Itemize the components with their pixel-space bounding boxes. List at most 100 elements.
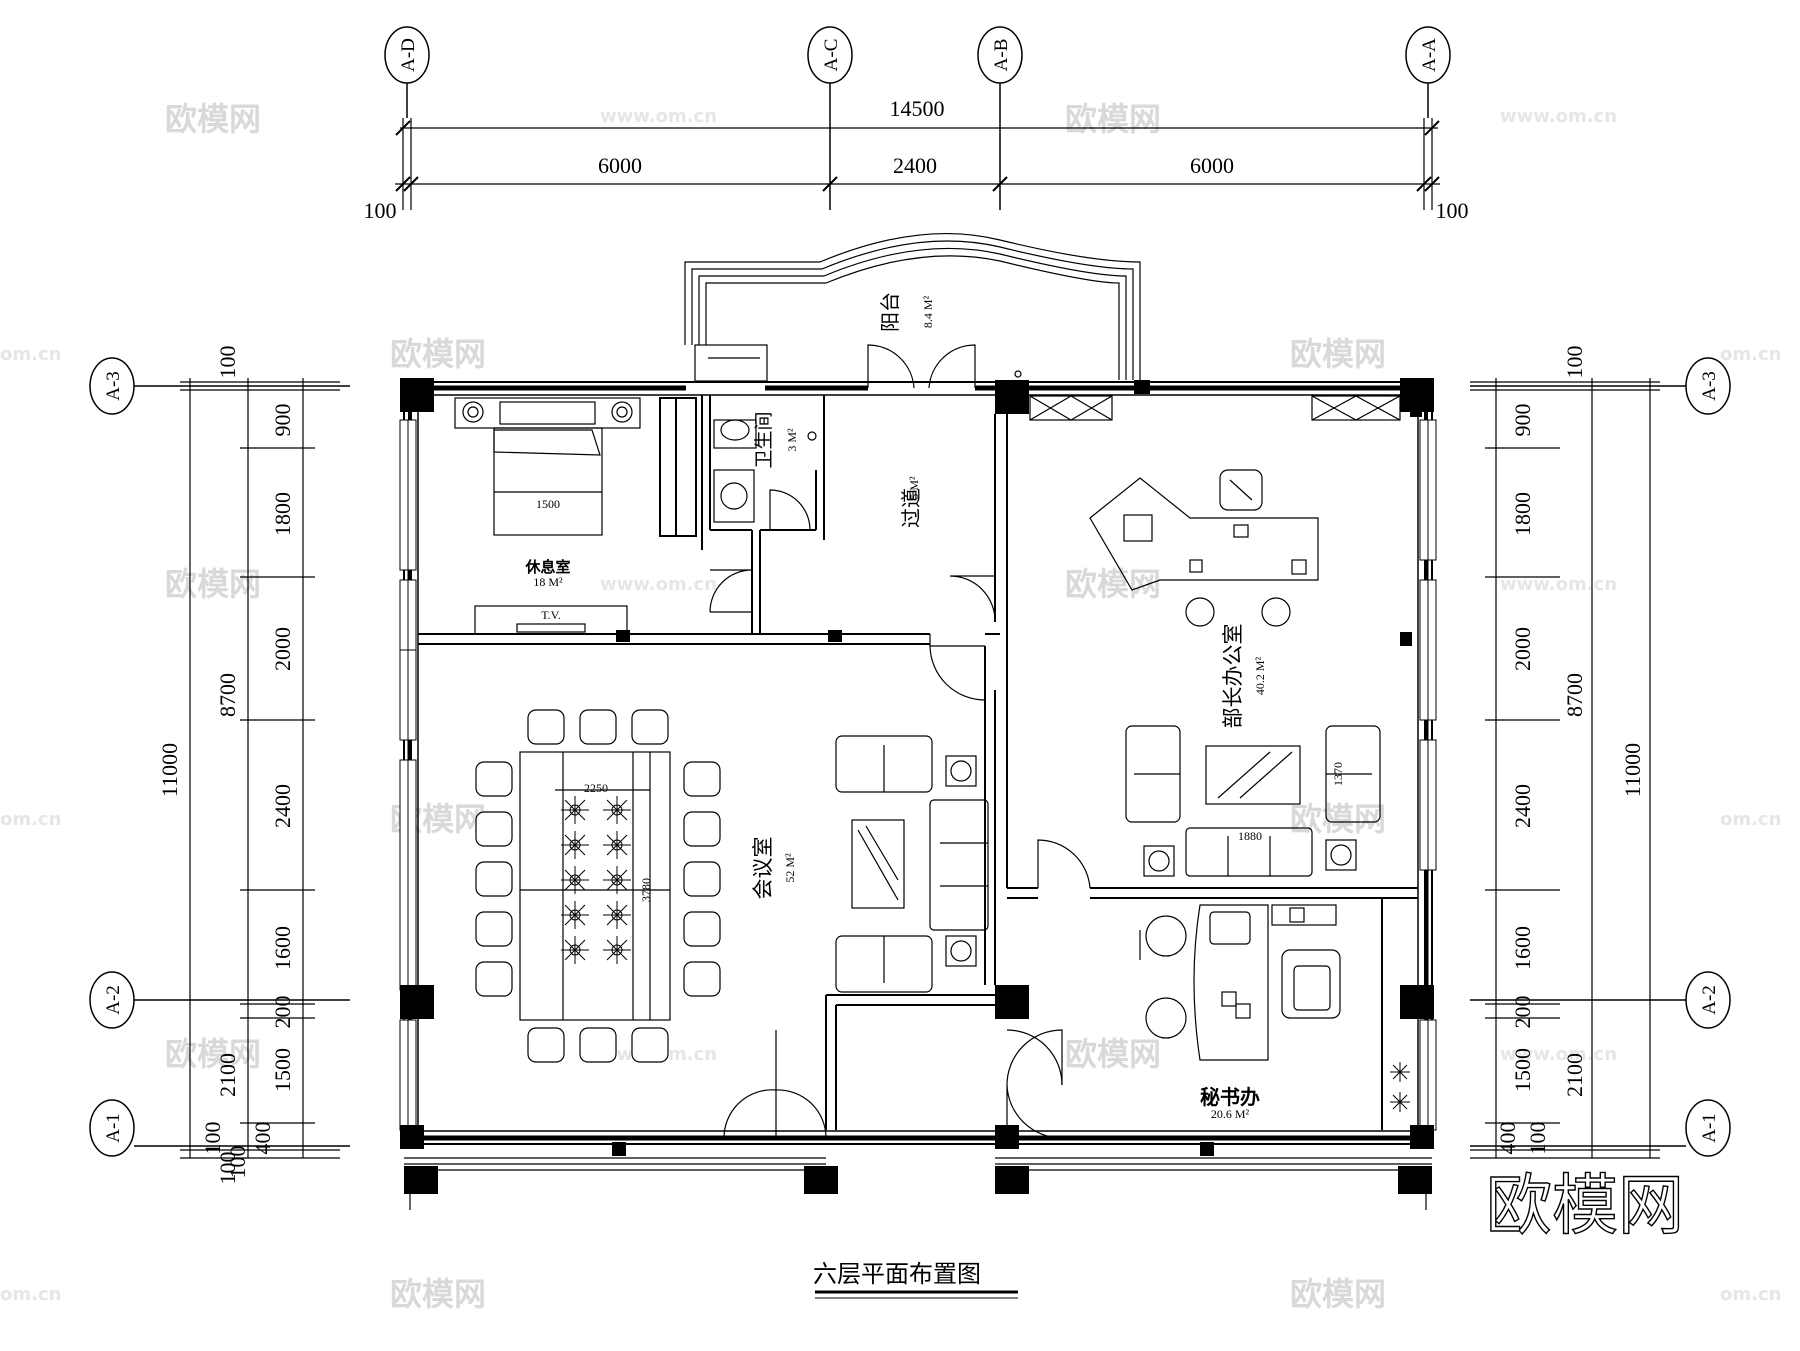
axis-label: A-3 — [1699, 371, 1720, 401]
doors — [709, 344, 1091, 1139]
dimension-edge-left: 100 — [364, 198, 397, 223]
dimension-extra: 100 — [225, 1146, 250, 1179]
room-label-secretary: 秘书办 — [1200, 1085, 1260, 1109]
left-dimension-lines — [180, 378, 340, 1159]
meeting-chairs — [475, 709, 721, 1063]
dimension-segment: 200 — [270, 996, 295, 1029]
dimension-lower-edge: 100 — [1525, 1122, 1550, 1155]
right-axis-bubbles — [1470, 357, 1731, 1157]
axis-label: A-D — [398, 38, 419, 72]
secretary-plant-icon — [1390, 1062, 1410, 1112]
interior-walls — [418, 395, 1418, 1130]
dimension-segment: 2400 — [270, 784, 295, 828]
watermark-brand: 欧模网 — [1290, 335, 1386, 373]
dimension-segment: 2000 — [1510, 627, 1535, 671]
axis-label: A-B — [991, 39, 1012, 72]
watermark-url: om.cn — [0, 1284, 61, 1305]
dimension-segment: 900 — [270, 404, 295, 437]
room-area-lounge: 18 M² — [533, 575, 563, 589]
axis-label: A-2 — [103, 985, 124, 1015]
dimension-segment: 400 — [250, 1122, 275, 1155]
watermark-brand: 欧模网 — [165, 1035, 261, 1073]
dimension-inner-height: 8700 — [1562, 673, 1587, 717]
dimension-lower-inner: 2100 — [215, 1053, 240, 1097]
tv-label: T.V. — [541, 608, 561, 622]
manager-desk — [1089, 469, 1319, 627]
meeting-table-plants — [561, 796, 631, 964]
dimension-total-height: 11000 — [1620, 743, 1645, 797]
watermark-brand: 欧模网 — [1290, 800, 1386, 838]
meeting-sofa-set — [835, 735, 989, 993]
watermark-url: om.cn — [1720, 344, 1781, 365]
dimension-segment: 1500 — [270, 1048, 295, 1092]
room-area-balcony: 8.4 M² — [921, 295, 935, 328]
dimension-lower-inner: 2100 — [1562, 1053, 1587, 1097]
room-label-manager: 部长办公室 — [1221, 624, 1245, 729]
watermark-url: www.om.cn — [1500, 1044, 1617, 1065]
watermark-url: om.cn — [0, 809, 61, 830]
lounge-bed — [454, 397, 641, 536]
dimension-bay-left: 6000 — [598, 153, 642, 178]
room-label-meeting: 会议室 — [751, 837, 775, 900]
dimension-bay-mid: 2400 — [893, 153, 937, 178]
watermark-brand: 欧模网 — [1065, 565, 1161, 603]
dimension-segment: 400 — [1495, 1122, 1520, 1155]
secretary-furniture — [1139, 904, 1341, 1061]
room-area-meeting: 52 M² — [783, 853, 797, 883]
dimension-segment: 900 — [1510, 404, 1535, 437]
right-dimension-lines — [1470, 378, 1660, 1159]
watermark-url: om.cn — [1720, 1284, 1781, 1305]
sofa-length-label: 1880 — [1238, 829, 1262, 843]
dimension-lower-edge: 100 — [200, 1122, 225, 1155]
dimension-inner-height: 8700 — [215, 673, 240, 717]
top-axis-bubbles — [384, 26, 1451, 210]
axis-label: A-2 — [1699, 985, 1720, 1015]
axis-label: A-A — [1419, 38, 1440, 72]
table-length-label: 3780 — [639, 878, 653, 902]
table-width-label: 2250 — [584, 781, 608, 795]
sofa-depth-label: 1370 — [1331, 762, 1345, 786]
drawing-title-block: 六层平面布置图 — [813, 1260, 1018, 1299]
watermark-url: www.om.cn — [1500, 574, 1617, 595]
top-axis-labels: A-D A-C A-B A-A — [398, 38, 1440, 72]
balcony — [684, 233, 1141, 382]
dimension-segment: 200 — [1510, 996, 1535, 1029]
room-label-toilet: 卫生间 — [753, 411, 775, 468]
watermark-url: www.om.cn — [1500, 106, 1617, 127]
top-dimension-lines — [395, 118, 1440, 210]
watermark-brand: 欧模网 — [1065, 1035, 1161, 1073]
room-area-secretary: 20.6 M² — [1211, 1107, 1250, 1121]
room-area-toilet: 3 M² — [785, 428, 799, 452]
room-label-lounge: 休息室 — [524, 558, 570, 576]
watermark-layer: 欧模网 www.om.cn 欧模网 www.om.cn om.cn 欧模网 欧模… — [0, 100, 1781, 1313]
room-label-corridor: 过道 — [899, 488, 923, 528]
lounge-tv-cabinet — [474, 605, 628, 635]
dimension-segment: 2000 — [270, 627, 295, 671]
watermark-brand: 欧模网 — [165, 565, 261, 603]
watermark-brand: 欧模网 — [1065, 100, 1161, 138]
dimension-segment: 1800 — [270, 492, 295, 536]
watermark-url: www.om.cn — [600, 574, 717, 595]
office-window-band — [1014, 370, 1401, 421]
watermark-brand: 欧模网 — [165, 100, 261, 138]
watermark-url: www.om.cn — [600, 106, 717, 127]
meeting-table — [519, 751, 671, 1021]
room-label-balcony: 阳台 — [878, 292, 902, 332]
manager-sofa-set — [1125, 725, 1381, 877]
window-strips — [399, 419, 1437, 1131]
dimension-segment: 1600 — [270, 926, 295, 970]
axis-label: A-3 — [103, 371, 124, 401]
dimension-bottom-edge: 100 — [215, 1152, 240, 1185]
dimension-segment: 1800 — [1510, 492, 1535, 536]
dimension-top-edge: 100 — [1562, 346, 1587, 379]
dimension-bay-right: 6000 — [1190, 153, 1234, 178]
room-area-corridor: 5 M² — [907, 476, 921, 500]
bed-width-label: 1500 — [536, 497, 560, 511]
watermark-brand: 欧模网 — [1290, 1275, 1386, 1313]
watermark-brand: 欧模网 — [390, 335, 486, 373]
left-axis-bubbles — [89, 357, 350, 1157]
columns — [400, 378, 1434, 1156]
dimension-segment: 1600 — [1510, 926, 1535, 970]
bottom-parapet — [404, 1157, 1432, 1210]
